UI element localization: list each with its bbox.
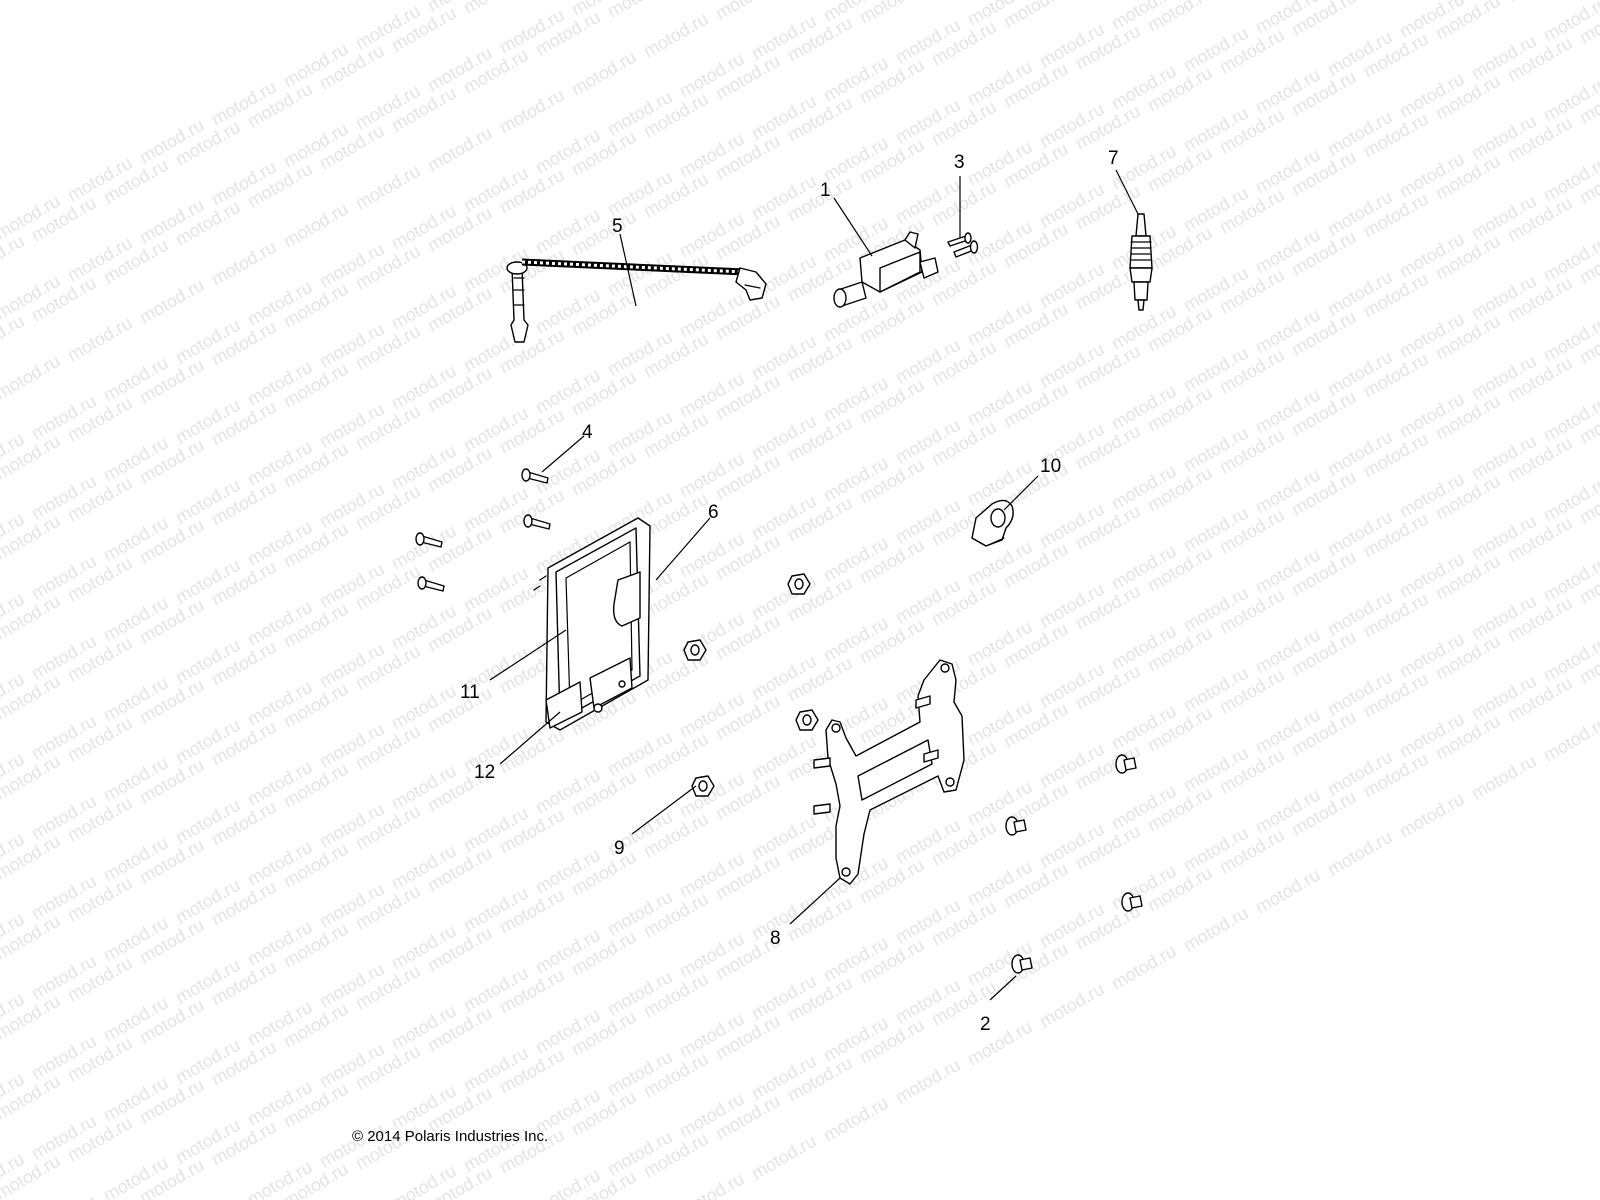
callout-labels: 1 2 3 4 5 6 7 8 9 10 11 12 xyxy=(460,148,1119,1035)
callout-7: 7 xyxy=(1108,148,1119,169)
callout-9: 9 xyxy=(614,838,625,859)
callout-12: 12 xyxy=(474,762,495,783)
part-9-nuts xyxy=(683,573,819,797)
callout-5: 5 xyxy=(612,216,623,237)
callout-8: 8 xyxy=(770,928,781,949)
part-7-spark-plug xyxy=(1129,213,1153,311)
part-3-bolts xyxy=(947,232,979,258)
part-4-screws xyxy=(415,468,551,592)
callout-2: 2 xyxy=(980,1014,991,1035)
callout-11: 11 xyxy=(460,682,480,703)
part-6-ecu xyxy=(533,517,651,731)
callout-6: 6 xyxy=(708,502,719,523)
callout-1: 1 xyxy=(820,180,831,201)
part-1-ignition-coil xyxy=(833,231,939,308)
part-10-clamp xyxy=(971,499,1014,547)
callout-10: 10 xyxy=(1040,456,1061,477)
leader-lines xyxy=(489,169,1139,1001)
callout-4: 4 xyxy=(582,422,593,443)
callout-3: 3 xyxy=(954,152,965,173)
part-5-ignition-cable xyxy=(506,258,767,343)
part-2-flange-bolts xyxy=(1005,754,1143,974)
part-8-bracket xyxy=(813,659,965,885)
copyright-notice: © 2014 Polaris Industries Inc. xyxy=(352,1128,549,1145)
